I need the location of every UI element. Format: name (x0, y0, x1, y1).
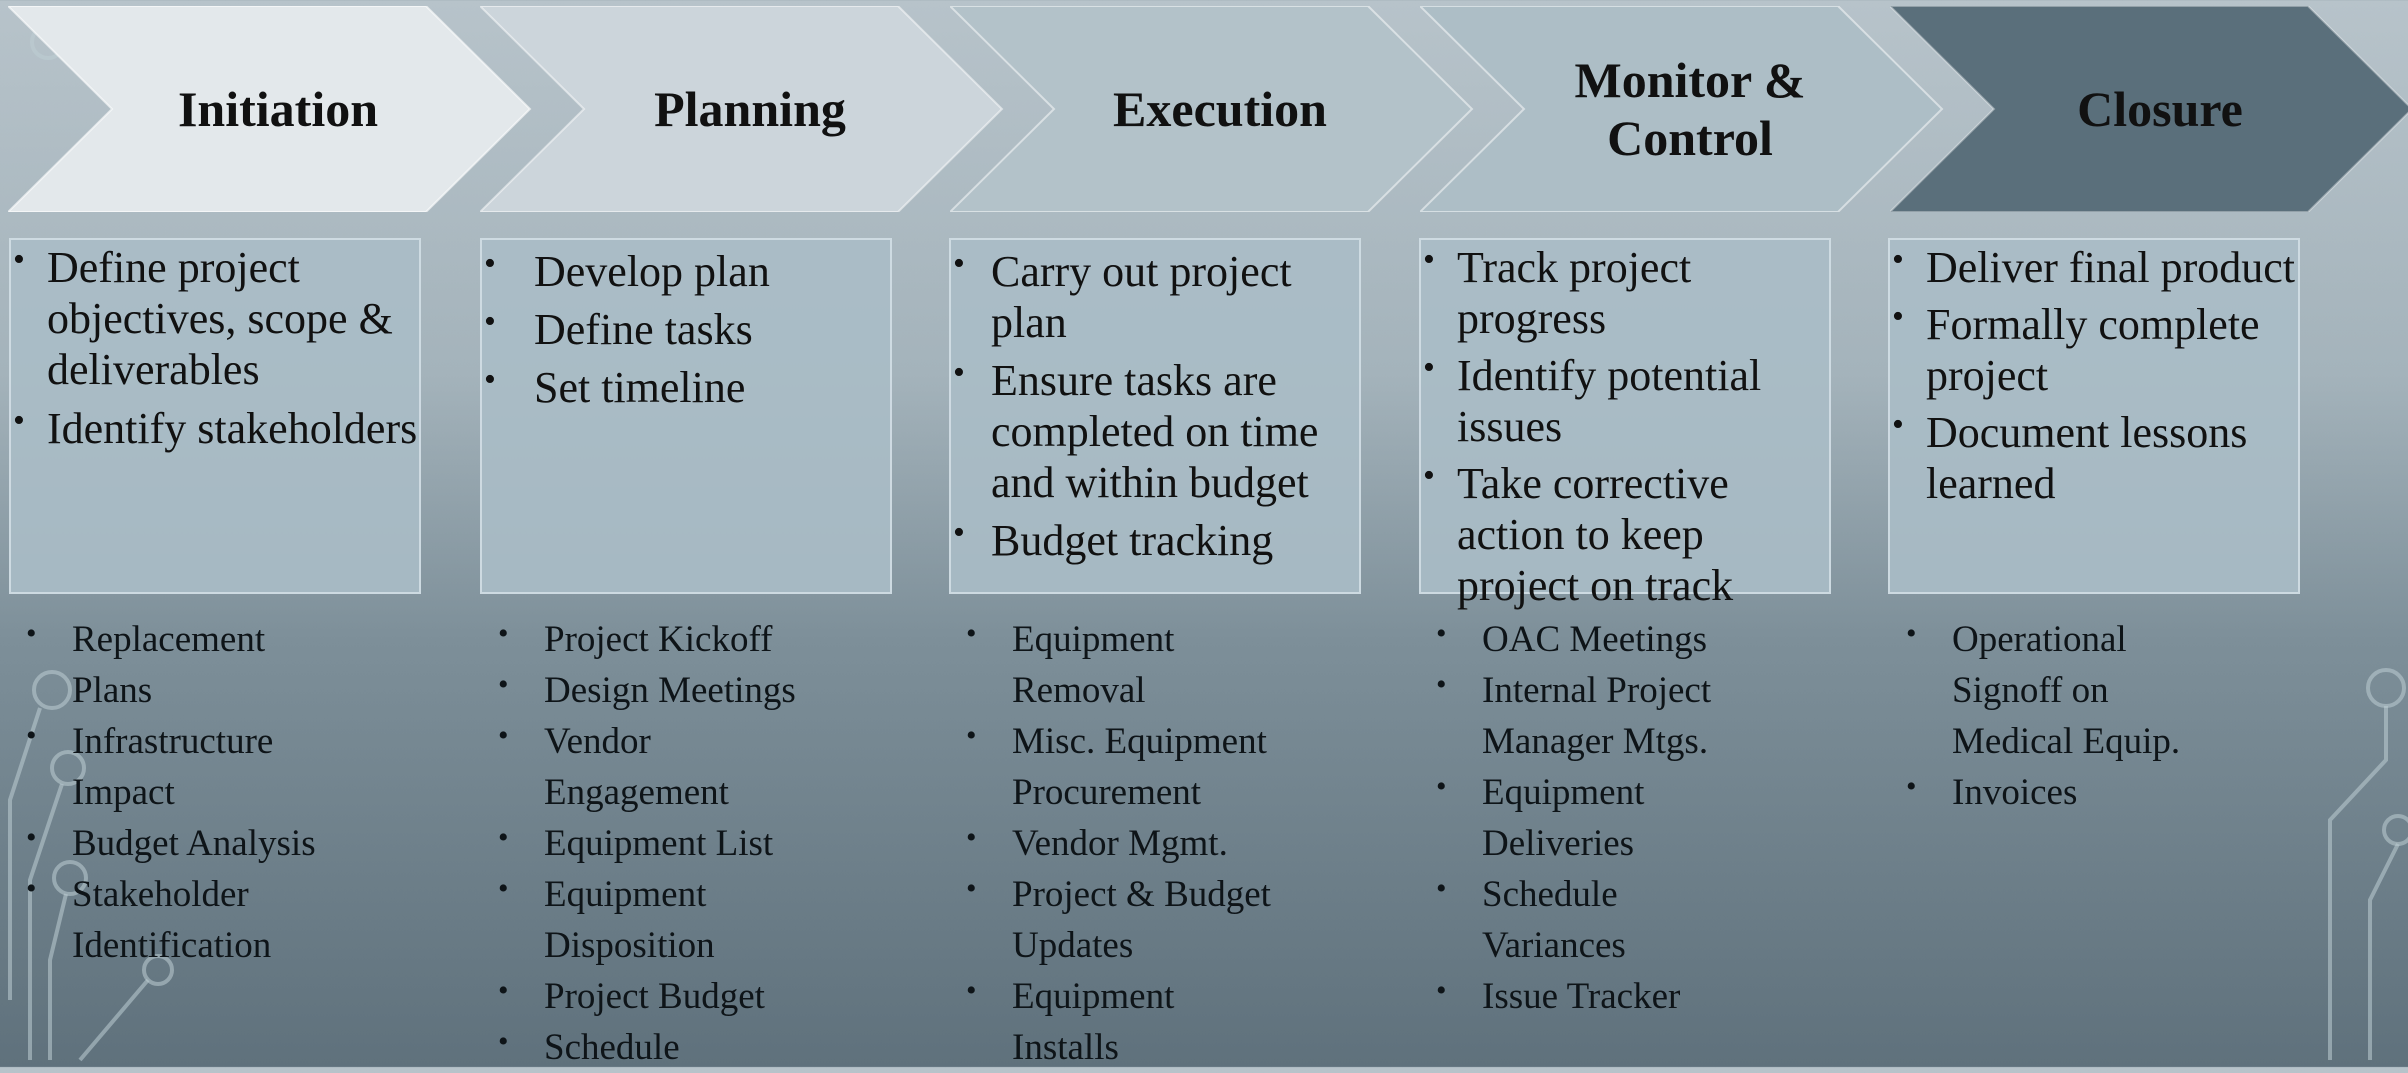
phase-chevron-closure: Closure (1890, 6, 2408, 212)
activity-item: Internal Project Manager Mtgs. (1426, 659, 1822, 767)
phase-task-box: Define project objectives, scope & deliv… (9, 234, 421, 594)
phase-title: Closure (2077, 81, 2243, 137)
task-item: Track project progress (1421, 234, 1829, 344)
task-item: Identify potential issues (1421, 342, 1829, 452)
task-item: Define project objectives, scope & deliv… (11, 234, 419, 395)
activity-item: Issue Tracker (1426, 965, 1822, 1022)
activity-item: Replacement Plans (16, 608, 312, 716)
phase-task-box: Track project progress Identify potentia… (1419, 234, 1831, 610)
activity-item: Misc. Equipment Procurement (956, 710, 1352, 818)
phase-title: Monitor & Control (1574, 52, 1806, 166)
phase-chevron-execution: Execution (950, 6, 1490, 212)
task-item: Budget tracking (951, 507, 1359, 566)
activity-item: Vendor Mgmt. (956, 812, 1352, 869)
activity-item: Invoices (1896, 761, 2222, 818)
task-item: Define tasks (482, 296, 890, 355)
phase-activities: Equipment Removal Misc. Equipment Procur… (956, 608, 1376, 1073)
phase-task-box: Carry out project plan Ensure tasks are … (949, 238, 1361, 594)
task-item: Identify stakeholders (11, 395, 419, 454)
activity-item: Equipment Disposition (488, 863, 784, 971)
chevron-shape (1890, 6, 2408, 212)
phase-chevron-monitor-control: Monitor & Control (1420, 6, 1960, 212)
task-list: Define project objectives, scope & deliv… (11, 234, 419, 454)
task-item: Develop plan (482, 238, 890, 297)
phase-task-box: Develop plan Define tasks Set timeline (480, 238, 892, 594)
chevron-shape (480, 6, 1004, 212)
activity-item: OAC Meetings (1426, 608, 1822, 665)
phase-task-box: Deliver final product Formally complete … (1888, 234, 2300, 594)
phase-title: Initiation (177, 81, 379, 137)
task-list: Carry out project plan Ensure tasks are … (951, 238, 1359, 566)
activity-item: Operational Signoff on Medical Equip. (1896, 608, 2222, 767)
activity-item: Equipment List (488, 812, 844, 869)
activity-item: Equipment Removal (956, 608, 1252, 716)
phase-activities: OAC Meetings Internal Project Manager Mt… (1426, 608, 1846, 1022)
phase-activities: Replacement Plans Infrastructure Impact … (16, 608, 436, 971)
activity-item: Stakeholder Identification (16, 863, 312, 971)
activity-item: Vendor Engagement (488, 710, 784, 818)
task-list: Develop plan Define tasks Set timeline (482, 238, 890, 413)
phase-activities: Project Kickoff Design Meetings Vendor E… (488, 608, 908, 1073)
task-item: Set timeline (482, 354, 890, 413)
task-item: Formally complete project (1890, 291, 2298, 401)
task-item: Document lessons learned (1890, 399, 2298, 509)
chevron-shape (1420, 6, 1944, 212)
task-list: Track project progress Identify potentia… (1421, 234, 1829, 611)
phase-activities: Operational Signoff on Medical Equip. In… (1896, 608, 2316, 818)
task-item: Take corrective action to keep project o… (1421, 450, 1829, 611)
activity-item: Schedule (488, 1016, 844, 1073)
activity-item: Equipment Installs (956, 965, 1252, 1073)
task-list: Deliver final product Formally complete … (1890, 234, 2298, 509)
phase-chevron-initiation: Initiation (8, 6, 548, 212)
activity-item: Project Budget (488, 965, 844, 1022)
activity-item: Project & Budget Updates (956, 863, 1352, 971)
task-item: Ensure tasks are completed on time and w… (951, 347, 1359, 508)
activity-item: Schedule Variances (1426, 863, 1702, 971)
activity-item: Budget Analysis (16, 812, 332, 869)
chevron-shape (8, 6, 532, 212)
activity-item: Infrastructure Impact (16, 710, 312, 818)
task-item: Carry out project plan (951, 238, 1359, 348)
task-item: Deliver final product (1890, 234, 2298, 293)
phase-title: Planning (654, 81, 846, 137)
phase-chevron-planning: Planning (480, 6, 1020, 212)
activity-item: Design Meetings (488, 659, 844, 716)
activity-item: Equipment Deliveries (1426, 761, 1722, 869)
activity-item: Project Kickoff (488, 608, 844, 665)
chevron-shape (950, 6, 1474, 212)
phase-title: Execution (1113, 81, 1327, 137)
